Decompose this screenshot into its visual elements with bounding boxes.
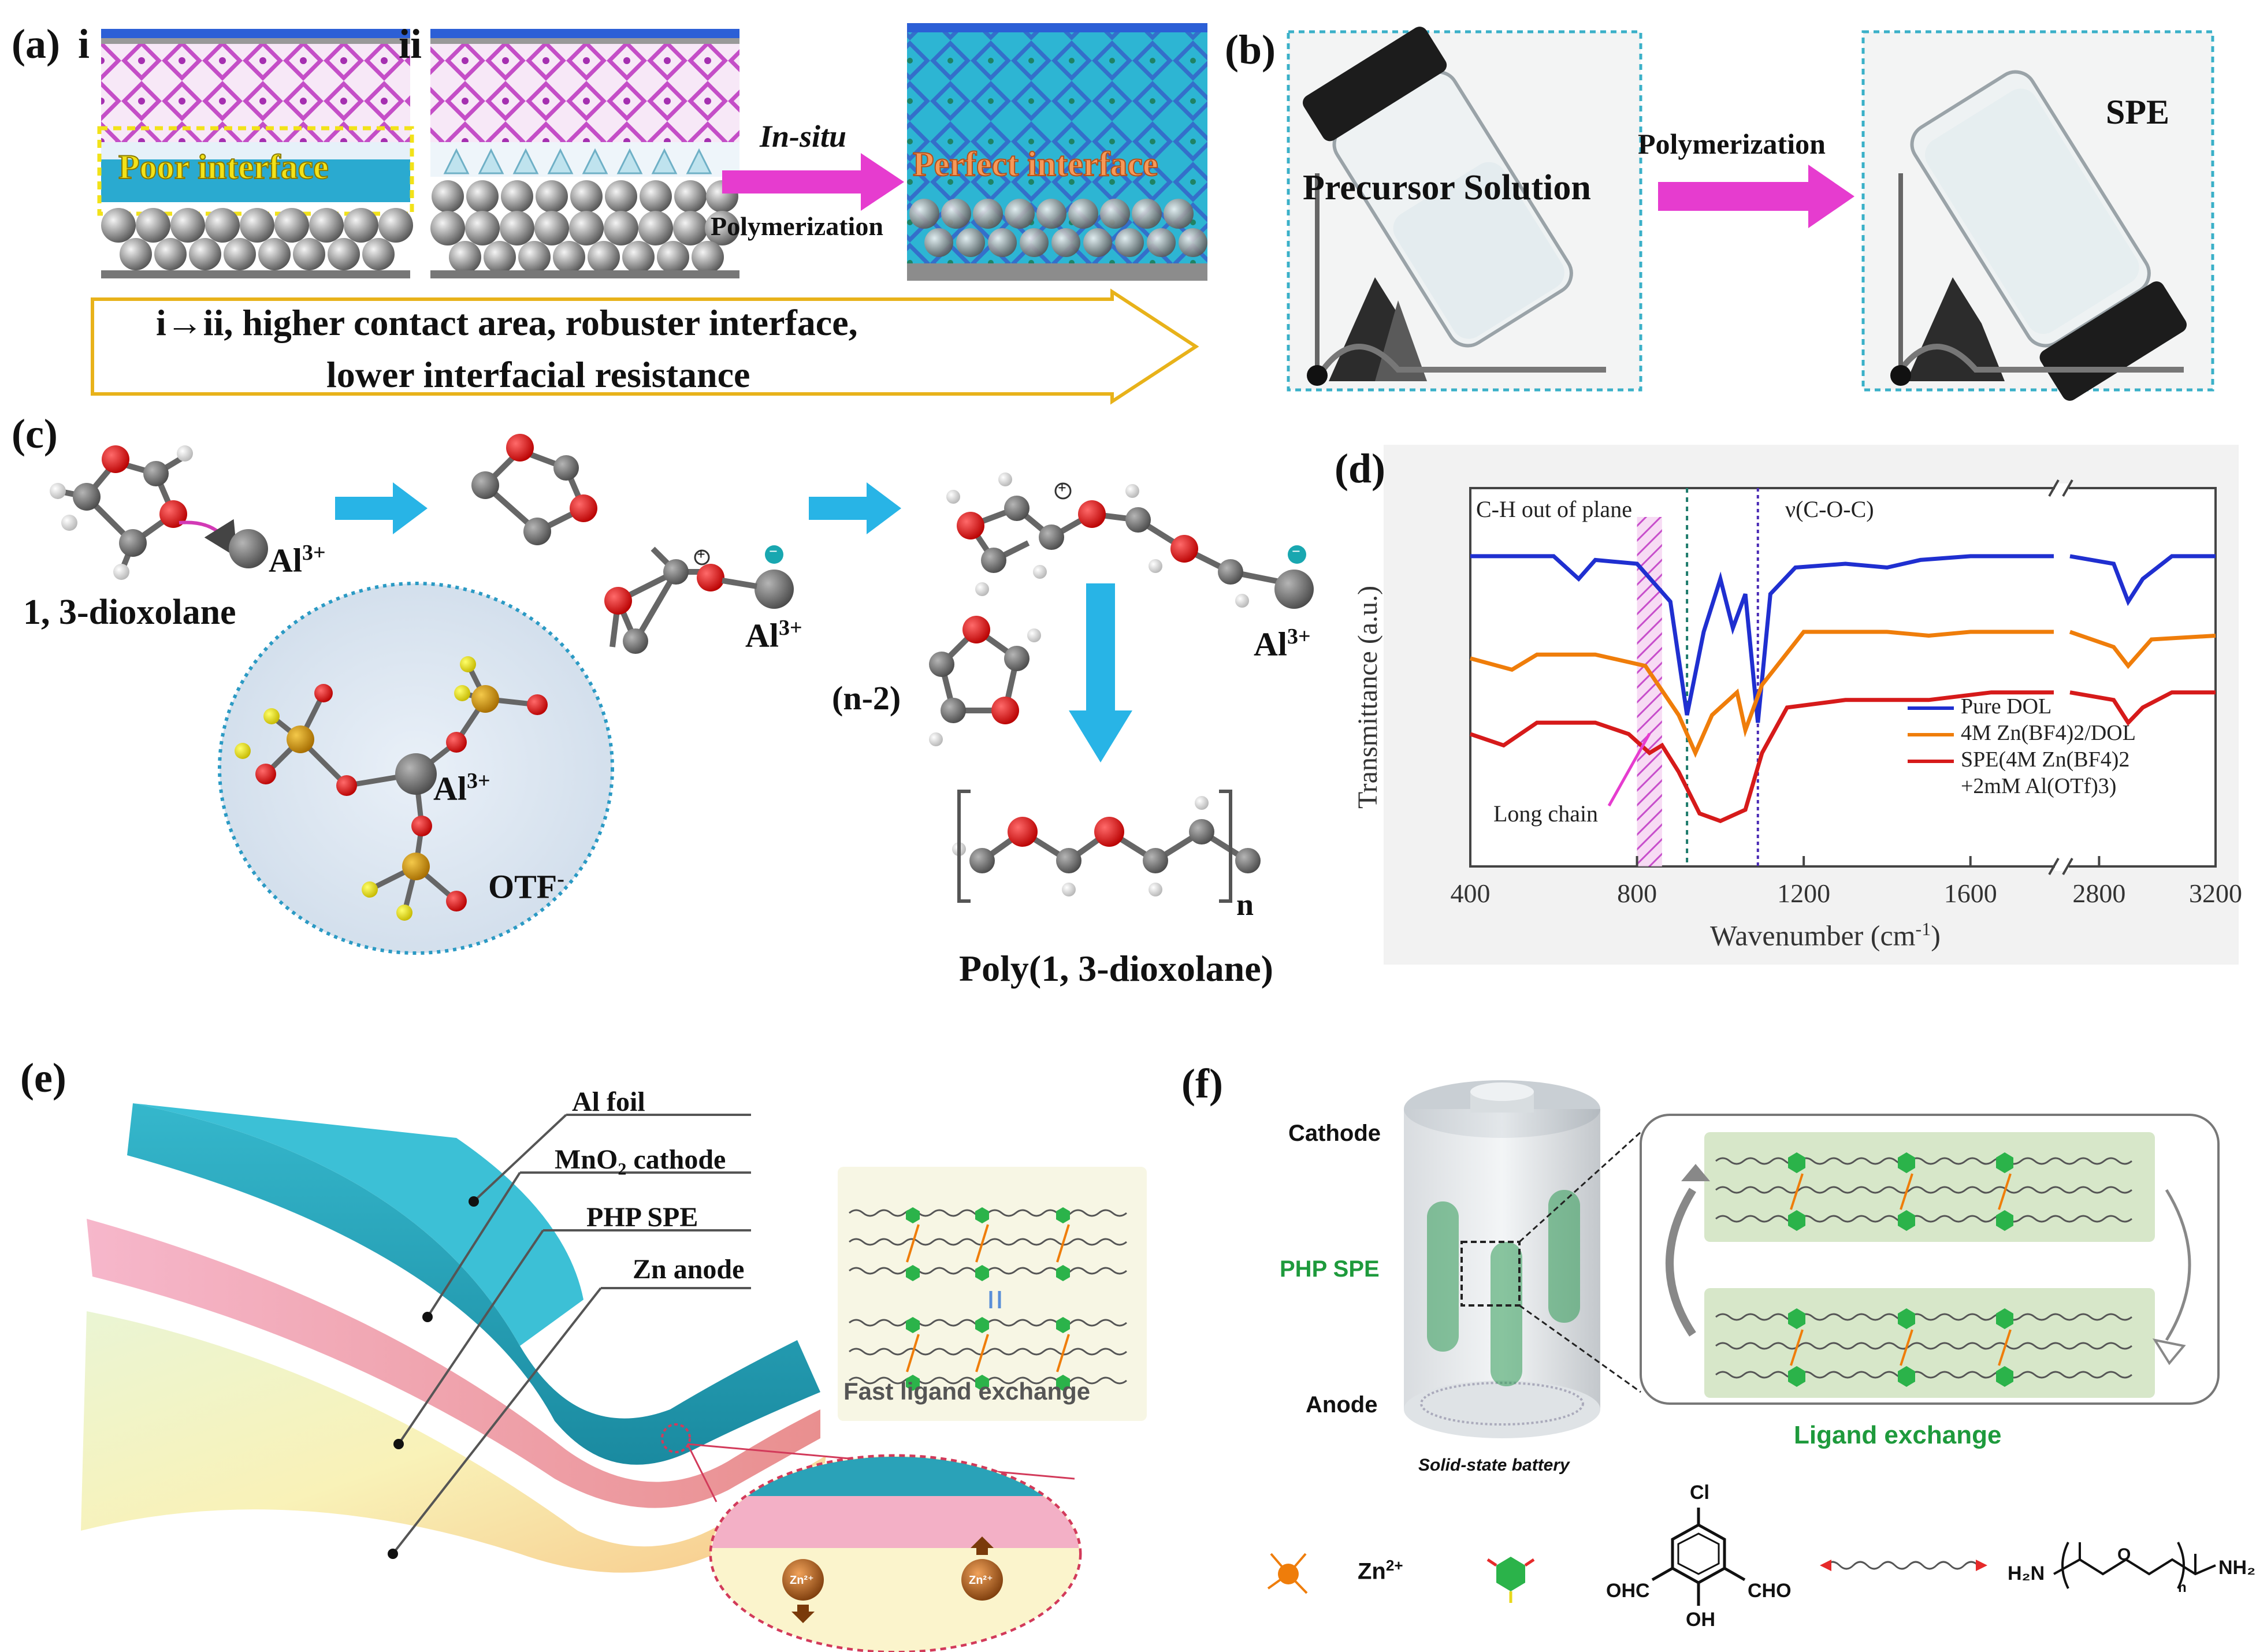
nh2-label: NH₂ [2218, 1557, 2256, 1579]
panel-c-label: (c) [12, 411, 58, 457]
cl-label: Cl [1690, 1482, 1709, 1504]
plus-charge-2: + [1058, 479, 1066, 496]
panel-a-graphic [91, 23, 1207, 405]
polymerization-a-label: Polymerization [711, 211, 883, 241]
panel-b-graphic [1287, 27, 2214, 401]
al3-label-3: Al3+ [1254, 624, 1311, 663]
panel-e-graphic [81, 1103, 1147, 1652]
panel-d-label: (d) [1335, 445, 1385, 492]
n-sub-label: n [2178, 1580, 2187, 1595]
legend-spe-cont: +2mM Al(OTf)3) [1961, 774, 2117, 798]
x-tick-label-4: 2800 [2072, 879, 2125, 908]
zn2-legend-label: Zn2+ [1358, 1557, 1403, 1584]
cho-label: CHO [1748, 1580, 1792, 1602]
annot-long-chain: Long chain [1493, 801, 1599, 827]
n-subscript-label: n [1236, 887, 1254, 922]
minus-charge-2: − [1292, 543, 1300, 560]
zn-anode-label: Zn anode [633, 1254, 745, 1285]
legend-spe: SPE(4M Zn(BF4)2 [1908, 746, 2136, 773]
polymerization-b-label: Polymerization [1638, 128, 1826, 160]
series-line-1-a [1470, 630, 2054, 758]
annot-coc: ν(C-O-C) [1785, 496, 1874, 522]
legend-zn-dol: 4M Zn(BF4)2/DOL [1908, 720, 2136, 746]
series-line-1-b [2069, 630, 2216, 669]
axis-break-bottom [2048, 858, 2073, 875]
in-situ-label: In-situ [760, 119, 847, 154]
chart-x-axis-label: Wavenumber (cm-1) [1710, 918, 1941, 952]
fast-ligand-exchange-label: Fast ligand exchange [843, 1378, 1091, 1405]
annot-ch-out-of-plane: C-H out of plane [1476, 496, 1632, 522]
summary-line-2: lower interfacial resistance [326, 354, 750, 395]
mno2-cathode-label: MnO2 cathode [555, 1144, 726, 1179]
x-tick-label-0: 400 [1451, 879, 1491, 908]
solid-state-battery-label: Solid-state battery [1418, 1456, 1570, 1475]
series-line-0-b [2069, 554, 2216, 607]
panel-a-label: (a) [12, 21, 60, 67]
zn2-ion-label-1: Zn²⁺ [790, 1574, 814, 1587]
long-chain-arrow [1607, 732, 1651, 807]
al3-label-2: Al3+ [745, 616, 802, 654]
poor-interface-label: Poor interface [118, 147, 329, 187]
zn2-ion-label-2: Zn²⁺ [969, 1574, 993, 1587]
x-tick-label-3: 1600 [1944, 879, 1997, 908]
series-line-2-a [1469, 690, 2054, 824]
perfect-interface-label: Perfect interface [912, 144, 1159, 184]
panel-a-sub-i: i [78, 21, 90, 67]
series-line-2-b [2069, 690, 2216, 726]
panel-a-sub-ii: ii [399, 21, 422, 67]
n-minus-2-label: (n-2) [832, 679, 901, 717]
x-tick-label-2: 1200 [1777, 879, 1830, 908]
summary-line-1: i→ii, higher contact area, robuster inte… [156, 302, 858, 343]
minus-charge-1: − [769, 543, 778, 560]
spe-label: SPE [2106, 93, 2170, 131]
h2n-label: H₂N [2008, 1562, 2045, 1584]
o-label: O [2117, 1545, 2131, 1564]
al3-label-1: Al3+ [269, 541, 326, 579]
panel-e-label: (e) [20, 1055, 66, 1101]
al3-label-4: Al3+ [433, 769, 490, 808]
ligand-exchange-label: Ligand exchange [1794, 1421, 2002, 1449]
dioxolane-label: 1, 3-dioxolane [23, 593, 236, 632]
chart-y-axis-label: Transmittance (a.u.) [1352, 585, 1383, 809]
panel-f-label: (f) [1181, 1061, 1223, 1107]
legend-pure-dol: Pure DOL [1908, 693, 2136, 720]
plus-charge-1: + [697, 546, 705, 563]
poly-dioxolane-label: Poly(1, 3-dioxolane) [959, 948, 1273, 989]
axis-break-top [2048, 479, 2073, 497]
panel-b-label: (b) [1225, 27, 1276, 73]
ftir-chart: 400 800 1200 1600 2800 3200 [1451, 479, 2242, 908]
anode-label: Anode [1306, 1392, 1378, 1417]
panel-c-graphic [50, 434, 1314, 955]
otf-label: OTF- [488, 867, 564, 906]
x-tick-label-5: 3200 [2189, 879, 2242, 908]
panel-f-graphic [1267, 1080, 2220, 1606]
cathode-label: Cathode [1288, 1121, 1381, 1146]
php-spe-label-e: PHP SPE [586, 1202, 698, 1233]
x-tick-label-1: 800 [1617, 879, 1657, 908]
chart-legend: Pure DOL 4M Zn(BF4)2/DOL SPE(4M Zn(BF4)2… [1908, 693, 2136, 799]
precursor-solution-label: Precursor Solution [1303, 168, 1591, 207]
series-line-0-a [1470, 554, 2054, 723]
al-foil-label: Al foil [572, 1087, 645, 1117]
php-spe-label-f: PHP SPE [1280, 1256, 1380, 1282]
ohc-label: OHC [1606, 1580, 1650, 1602]
oh-label: OH [1686, 1609, 1715, 1631]
